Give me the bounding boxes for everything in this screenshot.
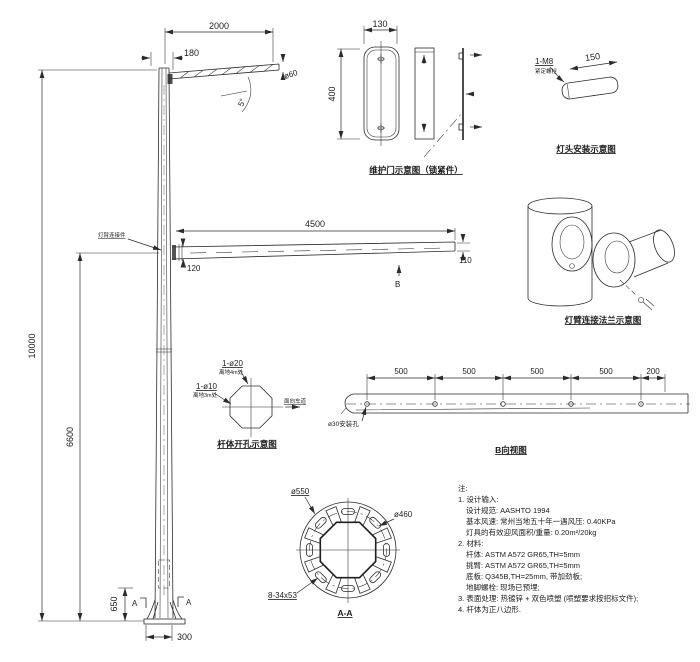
b-view-caption: B向视图 (495, 445, 527, 455)
base-plate (143, 618, 186, 625)
hole-side-label: 1-ø10 (196, 382, 217, 391)
dim-10000-label: 10000 (27, 333, 37, 358)
clamp-arm-tube (628, 229, 669, 278)
clamp-pole-top (527, 197, 593, 215)
b-view-arm-outline (344, 393, 689, 414)
notes-line: 挑臂: ASTM A572 GR65,TH=5mm (466, 560, 580, 570)
notes-line: 注: (458, 483, 468, 493)
notes-line: 底板: Q345B,TH=25mm, 带加劲板; (466, 571, 582, 581)
dim-130-label: 130 (372, 19, 387, 29)
hole-detail: 1-ø20 离地4m处 1-ø10 离地3m处 面向车道 杆体开孔示意图 (193, 359, 307, 449)
flange-crosshair (296, 498, 400, 603)
top-arm-hatch (179, 64, 274, 79)
pole-facet-lines (159, 67, 169, 619)
clamp-detail: 灯臂连接法兰示意图 (527, 197, 675, 325)
flange-caption: A-A (337, 608, 352, 618)
notes-line: 杆体: ASTM A572 GR65,TH=5mm (466, 549, 580, 559)
dim-650-label: 650 (109, 596, 119, 611)
dim-6600-label: 6600 (65, 427, 75, 447)
notes-line: 地脚螺栓: 现场已预埋; (466, 582, 540, 592)
arm-tip-caption: 灯头安装示意图 (556, 144, 616, 154)
view-mark-b: B (395, 280, 400, 289)
pole-outline (154, 67, 174, 619)
hole-side-note: 离地3m处 (193, 391, 218, 399)
pole-slip-joint (156, 348, 172, 353)
dim-300-label: 300 (177, 632, 192, 642)
door-front-outer (363, 46, 400, 141)
top-arm-angle-label: 5° (236, 97, 247, 107)
door-swing-line (423, 112, 463, 158)
clamp-collar-hole (604, 240, 630, 274)
pole-access-door-hidden (158, 559, 170, 589)
lower-arm (172, 241, 456, 260)
top-arm-joint (167, 74, 173, 84)
thread-note: 紧定螺栓 (535, 67, 558, 75)
notes-line: 基本风速: 常州当地五十年一遇风压: 0.40KPa (466, 516, 616, 526)
dim-180-label: 180 (184, 48, 199, 58)
dim-400-label: 400 (327, 86, 337, 101)
flange-pole-octagon (319, 521, 377, 579)
dim-2000-label: 2000 (209, 21, 229, 31)
b-view-spacing-5: 200 (646, 367, 660, 376)
clamp-arm-end (653, 229, 675, 263)
b-view-hole-label: ø30安装孔 (328, 419, 359, 428)
notes-line: 3. 表面处理: 热镀锌 + 双色喷塑 (喷塑要求按招标文件); (458, 593, 638, 603)
octagon-crosshair (222, 378, 283, 437)
flange-outer-dia-label: ø550 (291, 487, 310, 496)
clamp-plate (551, 216, 593, 272)
b-view-spacing-4: 500 (599, 367, 613, 376)
flange-bolt-circle-label: ø460 (394, 510, 413, 519)
arm-tip-body (561, 76, 619, 100)
base-flare (146, 599, 183, 620)
lower-arm-joint (172, 245, 176, 260)
clamp-bolt (638, 297, 644, 303)
notes-line: 4. 杆体为正八边形. (458, 604, 521, 614)
clamp-caption: 灯臂连接法兰示意图 (565, 315, 642, 325)
section-mark-left: A (132, 599, 138, 608)
door-detail: 130 400 维护门示意图（锁紧件） (327, 19, 482, 175)
dim-120-label: 120 (187, 264, 201, 273)
pole-elevation: 5° ø60 2000 180 10000 6600 650 300 A A (27, 21, 472, 642)
joint-label: 灯臂连接件 (98, 231, 126, 239)
dim-4500-label: 4500 (305, 219, 325, 229)
clamp-plate-hole (559, 224, 585, 260)
dim-110-label: 110 (459, 256, 472, 265)
direction-note: 面向车道 (284, 397, 307, 405)
dim-150 (569, 60, 618, 71)
thread-label: 1-M8 (535, 57, 554, 66)
notes-line: 灯具的有效迎风面积/重量: 0.20m²/20kg (466, 527, 596, 537)
clamp-pole-body (527, 206, 593, 307)
angle-arc (220, 76, 252, 113)
b-view-spacing-3: 500 (530, 367, 544, 376)
lower-arm-slots (189, 247, 449, 254)
flange-slot-label: 8-34x53 (268, 591, 297, 600)
notes-line: 2. 材料: (458, 538, 483, 548)
notes-block: 注: 1. 设计输入: 设计规范: AASHTO 1994 基本风速: 常州当地… (458, 483, 638, 614)
section-mark-left-flag (140, 597, 147, 608)
section-mark-right-flag (177, 596, 184, 607)
clamp-collar (592, 232, 636, 288)
section-mark-right: A (186, 598, 192, 607)
hole-detail-caption: 杆体开孔示意图 (217, 439, 277, 449)
door-side-view (414, 47, 435, 140)
arm-tip-detail: 1-M8 紧定螺栓 150 灯头安装示意图 (535, 51, 619, 154)
notes-line: 1. 设计输入: (458, 494, 498, 504)
top-arm-tip-dia-label: ø60 (283, 68, 299, 81)
flange-detail: ø550 ø460 8-34x53 A-A (268, 487, 413, 618)
notes-line: 设计规范: AASHTO 1994 (466, 505, 550, 515)
top-arm (168, 63, 280, 80)
hole-top-note: 离地4m处 (219, 368, 244, 376)
b-view-spacing-2: 500 (462, 367, 476, 376)
door-front-inner (366, 49, 397, 138)
b-view: 500 500 500 500 200 ø30安装孔 B向视图 (328, 367, 690, 455)
door-caption: 维护门示意图（锁紧件） (369, 165, 463, 175)
b-view-spacing-1: 500 (394, 367, 408, 376)
dim-150-label: 150 (584, 51, 600, 63)
hole-top-label: 1-ø20 (222, 359, 243, 368)
octagon-section (229, 385, 273, 429)
